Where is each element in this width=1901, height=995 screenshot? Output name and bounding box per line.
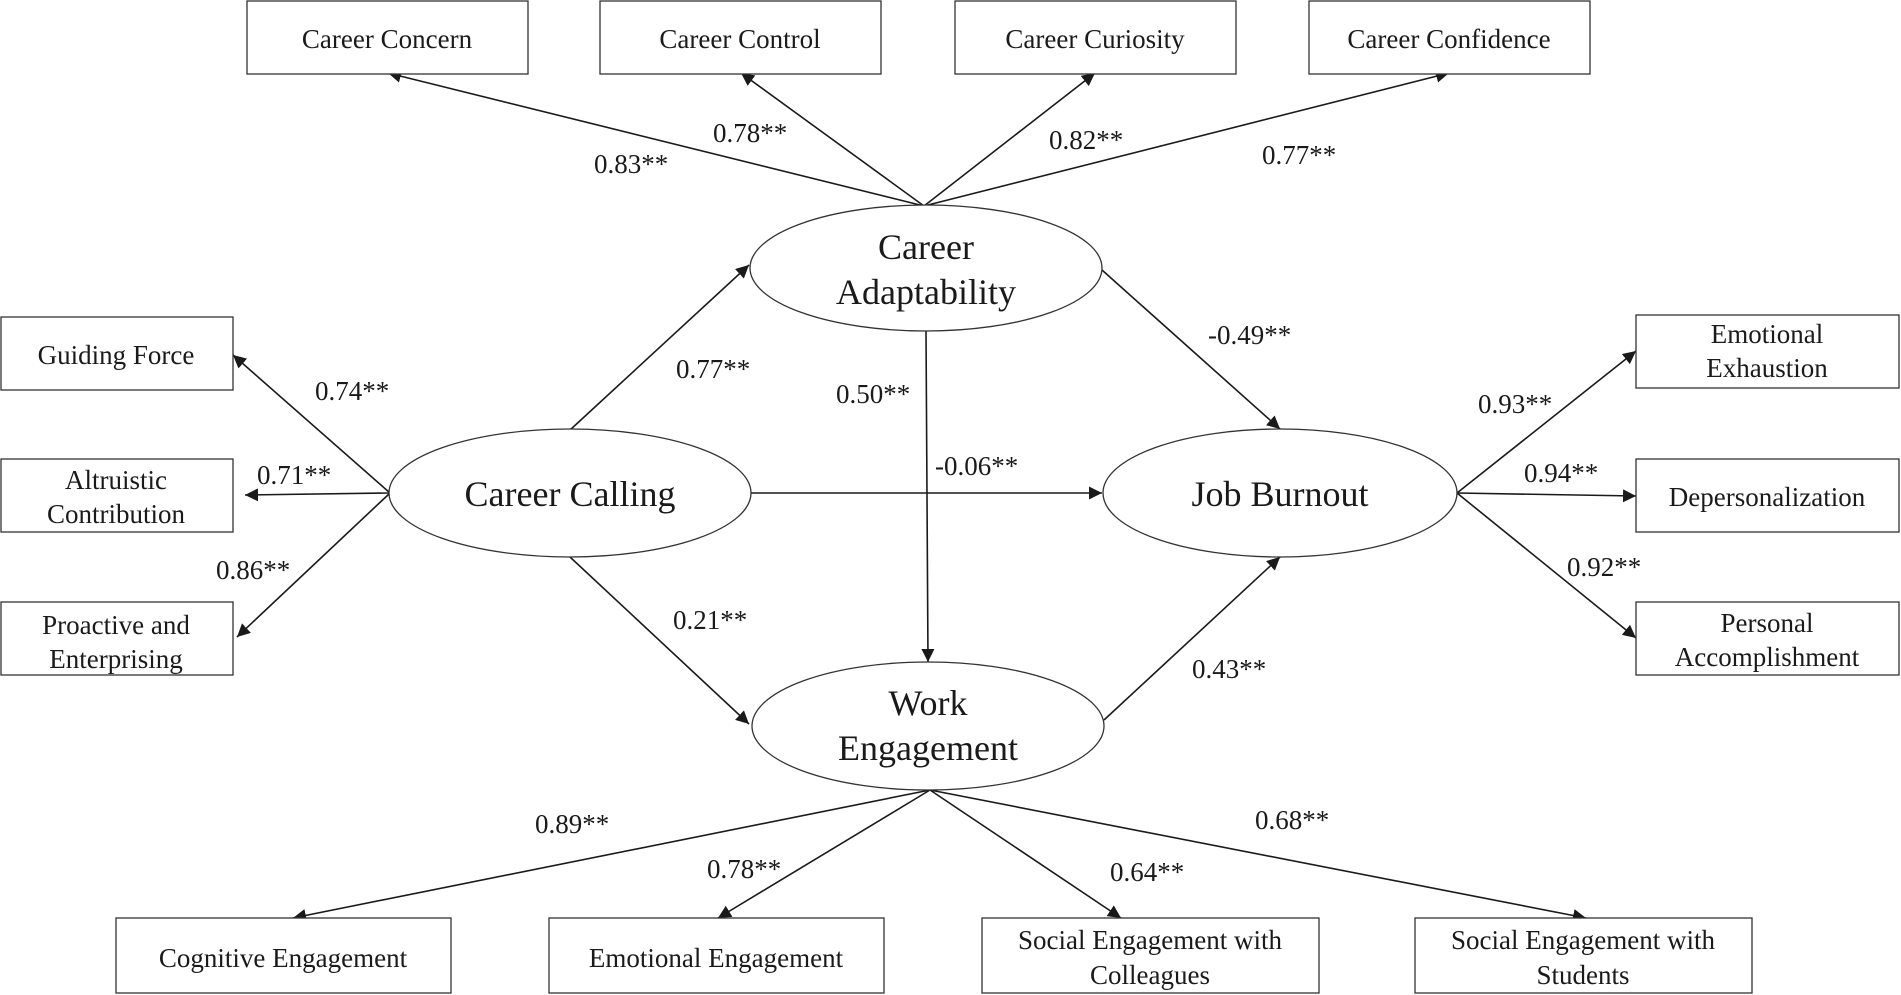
latent-work-engagement: Work Engagement [751, 661, 1105, 791]
path-burnout-to-accomplishment [1456, 492, 1637, 639]
indicator-social-engagement-students: Social Engagement with Students [1414, 917, 1753, 994]
coef-engagement-colleagues: 0.64** [1110, 857, 1184, 887]
path-calling-to-proactive [236, 492, 391, 638]
social-colleagues-label-line1: Social Engagement with [1018, 925, 1282, 955]
career-adaptability-label-line2: Adaptability [836, 272, 1016, 312]
path-engagement-to-burnout [1103, 556, 1281, 721]
path-burnout-to-exhaustion [1456, 350, 1637, 494]
coef-calling-altruistic: 0.71** [257, 460, 331, 490]
emotional-engagement-label: Emotional Engagement [589, 943, 844, 973]
career-confidence-label: Career Confidence [1347, 24, 1550, 54]
coef-calling-burnout: -0.06** [935, 451, 1018, 481]
coef-calling-engagement: 0.21** [673, 605, 747, 635]
path-engagement-to-cognitive [292, 789, 931, 922]
path-burnout-to-depersonalization [1456, 489, 1637, 503]
indicator-career-control: Career Control [599, 0, 882, 75]
career-calling-label: Career Calling [465, 474, 676, 514]
coef-burnout-exhaustion: 0.93** [1478, 389, 1552, 419]
coef-adaptability-control: 0.78** [713, 118, 787, 148]
latent-career-calling: Career Calling [388, 428, 752, 558]
path-engagement-to-colleagues [929, 789, 1122, 919]
coef-calling-adaptability: 0.77** [676, 354, 750, 384]
work-engagement-label-line2: Engagement [838, 728, 1018, 768]
indicator-career-curiosity: Career Curiosity [954, 0, 1237, 75]
indicator-emotional-exhaustion: Emotional Exhaustion [1635, 314, 1900, 389]
career-adaptability-label-line1: Career [878, 227, 974, 267]
job-burnout-label: Job Burnout [1191, 474, 1368, 514]
guiding-force-label: Guiding Force [38, 340, 195, 370]
coef-engagement-emotional: 0.78** [707, 854, 781, 884]
path-calling-to-guiding-force [232, 354, 391, 494]
latent-career-adaptability: Career Adaptability [749, 204, 1103, 332]
altruistic-contribution-label-line1: Altruistic [65, 465, 167, 495]
indicator-emotional-engagement: Emotional Engagement [548, 917, 885, 994]
coef-burnout-accomplishment: 0.92** [1567, 552, 1641, 582]
path-adaptability-to-curiosity [923, 72, 1096, 207]
indicator-altruistic-contribution: Altruistic Contribution [0, 458, 234, 533]
indicator-proactive-enterprising: Proactive and Enterprising [0, 601, 234, 676]
path-calling-to-altruistic [244, 488, 391, 502]
coef-adaptability-curiosity: 0.82** [1049, 125, 1123, 155]
social-students-label-line1: Social Engagement with [1451, 925, 1715, 955]
proactive-enterprising-label-line2: Enterprising [49, 644, 182, 674]
social-colleagues-label-line2: Colleagues [1090, 960, 1210, 990]
paths [232, 69, 1637, 922]
coef-engagement-burnout: 0.43** [1192, 654, 1266, 684]
emotional-exhaustion-label-line1: Emotional [1711, 319, 1823, 349]
cognitive-engagement-label: Cognitive Engagement [159, 943, 408, 973]
coef-adaptability-engagement: 0.50** [836, 379, 910, 409]
path-adaptability-to-engagement [921, 330, 935, 663]
coef-engagement-students: 0.68** [1255, 805, 1329, 835]
path-adaptability-to-concern [387, 69, 925, 207]
indicator-career-concern: Career Concern [246, 0, 529, 75]
emotional-exhaustion-label-line2: Exhaustion [1706, 353, 1828, 383]
indicator-guiding-force: Guiding Force [0, 316, 234, 391]
indicator-cognitive-engagement: Cognitive Engagement [115, 917, 452, 994]
coef-calling-guiding: 0.74** [315, 376, 389, 406]
path-engagement-to-students [929, 789, 1587, 922]
coef-adaptability-confidence: 0.77** [1262, 140, 1336, 170]
indicator-personal-accomplishment: Personal Accomplishment [1635, 601, 1900, 676]
indicator-depersonalization: Depersonalization [1635, 458, 1900, 533]
coef-adaptability-burnout: -0.49** [1208, 320, 1291, 350]
coefficients: 0.83** 0.78** 0.82** 0.77** 0.74** 0.71*… [216, 118, 1641, 887]
altruistic-contribution-label-line2: Contribution [47, 499, 186, 529]
path-adaptability-to-burnout [1101, 269, 1281, 430]
social-students-label-line2: Students [1536, 960, 1629, 990]
latent-job-burnout: Job Burnout [1102, 428, 1458, 558]
indicator-career-confidence: Career Confidence [1308, 0, 1591, 75]
proactive-enterprising-label-line1: Proactive and [42, 610, 190, 640]
personal-accomplishment-label-line2: Accomplishment [1675, 642, 1860, 672]
career-control-label: Career Control [659, 24, 820, 54]
indicator-social-engagement-colleagues: Social Engagement with Colleagues [981, 917, 1320, 994]
coef-engagement-cognitive: 0.89** [535, 809, 609, 839]
coef-burnout-depersonalization: 0.94** [1524, 458, 1598, 488]
coef-calling-proactive: 0.86** [216, 555, 290, 585]
depersonalization-label: Depersonalization [1669, 482, 1866, 512]
path-adaptability-to-control [740, 72, 925, 207]
career-curiosity-label: Career Curiosity [1005, 24, 1185, 54]
coef-adaptability-concern: 0.83** [594, 149, 668, 179]
path-calling-to-adaptability [569, 264, 750, 431]
path-engagement-to-emotional [717, 789, 931, 919]
path-adaptability-to-confidence [923, 69, 1450, 207]
path-calling-to-engagement [569, 556, 750, 725]
personal-accomplishment-label-line1: Personal [1721, 608, 1814, 638]
work-engagement-label-line1: Work [888, 683, 967, 723]
career-concern-label: Career Concern [302, 24, 473, 54]
